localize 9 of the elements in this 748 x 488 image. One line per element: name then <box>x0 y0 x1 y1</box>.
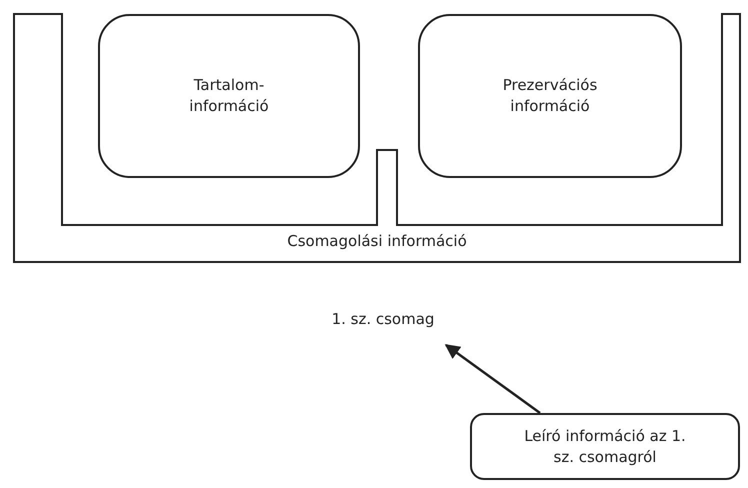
box-label: Tartalom- információ <box>188 75 270 117</box>
container-label: Csomagolási információ <box>286 231 468 252</box>
rounded-box <box>418 14 682 178</box>
arrow <box>444 344 541 414</box>
rounded-box <box>98 14 360 178</box>
box-label: Prezervációs információ <box>502 75 598 117</box>
package-label: 1. sz. csomag <box>332 310 434 328</box>
box-label: Leíró információ az 1. sz. csomagról <box>523 426 687 468</box>
rounded-box <box>470 413 740 480</box>
